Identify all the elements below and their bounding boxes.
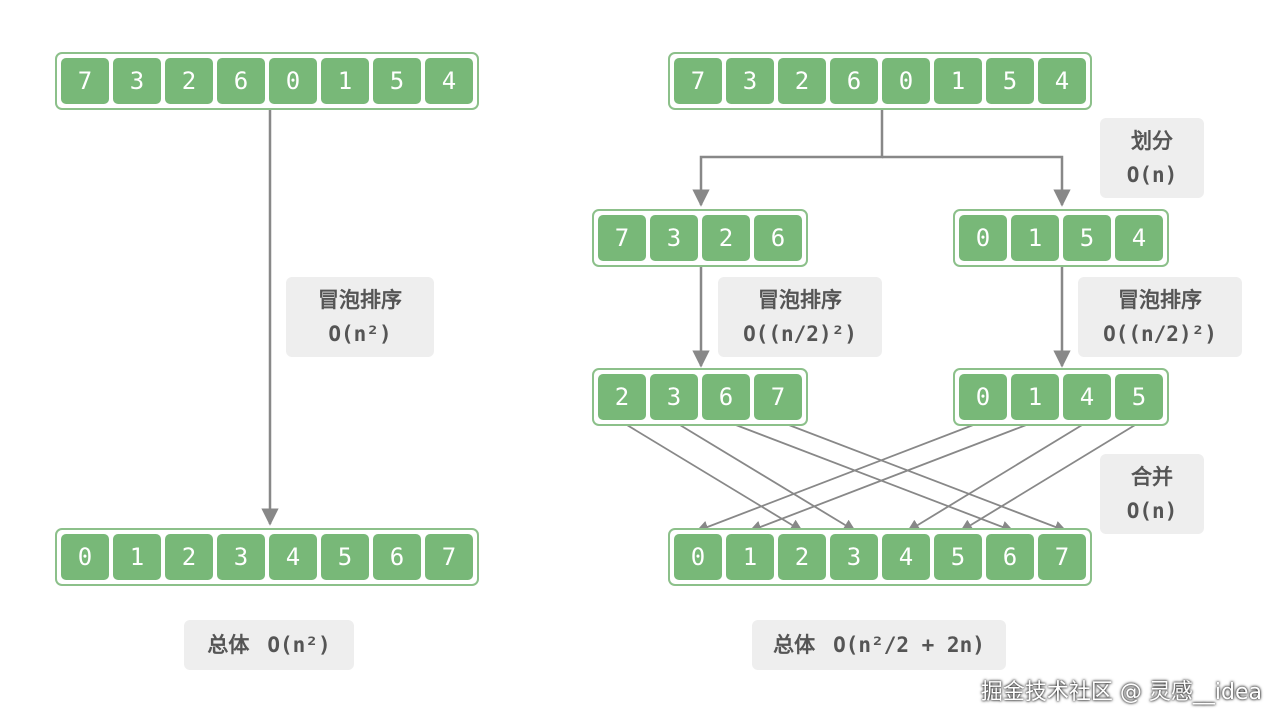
array-cell: 1 (726, 534, 774, 580)
merge-arrow-4 (906, 421, 1088, 532)
right-total-label: 总体 O(n²/2 + 2n) (752, 620, 1006, 670)
array-cell: 2 (165, 58, 213, 104)
array-cell: 1 (113, 534, 161, 580)
left-total-label: 总体 O(n²) (184, 620, 354, 670)
merge-arrow-7 (780, 421, 1068, 533)
array-cell: 2 (598, 374, 646, 420)
left-sort-label: 冒泡排序 O(n²) (286, 277, 434, 357)
array-cell: 3 (650, 215, 698, 261)
right-half-sort-label: 冒泡排序 O((n/2)²) (1078, 277, 1242, 357)
array-cell: 5 (1115, 374, 1163, 420)
array-cell: 5 (1063, 215, 1111, 261)
array-cell: 2 (165, 534, 213, 580)
merge-arrows (621, 421, 1141, 533)
left-half-sort-label-complexity: O((n/2)²) (743, 322, 857, 346)
array-cell: 0 (674, 534, 722, 580)
array-cell: 3 (113, 58, 161, 104)
merge-arrow-1 (748, 421, 1035, 533)
array-cell: 6 (754, 215, 802, 261)
array-cell: 4 (1038, 58, 1086, 104)
right-total-complexity: O(n²/2 + 2n) (833, 633, 985, 657)
array-cell: 5 (986, 58, 1034, 104)
merge-label-title: 合并 (1131, 465, 1173, 489)
array-cell: 7 (674, 58, 722, 104)
array-cell: 2 (778, 534, 826, 580)
array-cell: 0 (61, 534, 109, 580)
left-total-complexity: O(n²) (267, 633, 331, 657)
array-cell: 0 (959, 215, 1007, 261)
merge-arrow-5 (959, 421, 1141, 532)
array-cell: 6 (702, 374, 750, 420)
left-sort-label-title: 冒泡排序 (318, 288, 402, 312)
merge-arrow-2 (621, 421, 804, 532)
array-cell: 6 (986, 534, 1034, 580)
array-cell: 4 (1063, 374, 1111, 420)
split-label: 划分 O(n) (1100, 118, 1204, 198)
array-cell: 4 (269, 534, 317, 580)
left-total-title: 总体 (207, 633, 250, 657)
split-label-title: 划分 (1131, 129, 1173, 153)
array-cell: 1 (321, 58, 369, 104)
split-connector-right (882, 155, 1071, 207)
array-cell: 4 (1115, 215, 1163, 261)
array-cell: 7 (61, 58, 109, 104)
merge-arrow-3 (674, 421, 857, 532)
array-cell: 3 (726, 58, 774, 104)
array-cell: 3 (830, 534, 878, 580)
left-sort-label-complexity: O(n²) (328, 322, 392, 346)
array-cell: 2 (778, 58, 826, 104)
array-cell: 3 (217, 534, 265, 580)
array-cell: 6 (217, 58, 265, 104)
array-cell: 0 (959, 374, 1007, 420)
split-label-complexity: O(n) (1126, 163, 1178, 187)
array-cell: 2 (702, 215, 750, 261)
right-total-title: 总体 (773, 633, 816, 657)
split-connector (692, 108, 884, 207)
array-cell: 5 (373, 58, 421, 104)
array-cell: 0 (882, 58, 930, 104)
right-half-sort-label-complexity: O((n/2)²) (1103, 322, 1217, 346)
array-cell: 1 (1011, 215, 1059, 261)
array-cell: 7 (754, 374, 802, 420)
array-cell: 4 (425, 58, 473, 104)
merge-label: 合并 O(n) (1100, 454, 1204, 534)
left-half-sort-label-title: 冒泡排序 (758, 288, 842, 312)
array-cell: 3 (650, 374, 698, 420)
array-cell: 7 (425, 534, 473, 580)
array-cell: 5 (934, 534, 982, 580)
array-cell: 5 (321, 534, 369, 580)
array-cell: 6 (830, 58, 878, 104)
array-cell: 0 (269, 58, 317, 104)
merge-arrow-6 (727, 421, 1015, 533)
array-cell: 6 (373, 534, 421, 580)
watermark: 掘金技术社区 @ 灵感__idea (980, 680, 1262, 705)
array-cell: 1 (934, 58, 982, 104)
merge-label-complexity: O(n) (1126, 499, 1178, 523)
array-cell: 7 (598, 215, 646, 261)
left-half-sort-label: 冒泡排序 O((n/2)²) (718, 277, 882, 357)
merge-arrow-0 (695, 421, 982, 533)
array-cell: 4 (882, 534, 930, 580)
array-cell: 7 (1038, 534, 1086, 580)
right-half-sort-label-title: 冒泡排序 (1118, 288, 1202, 312)
array-cell: 1 (1011, 374, 1059, 420)
